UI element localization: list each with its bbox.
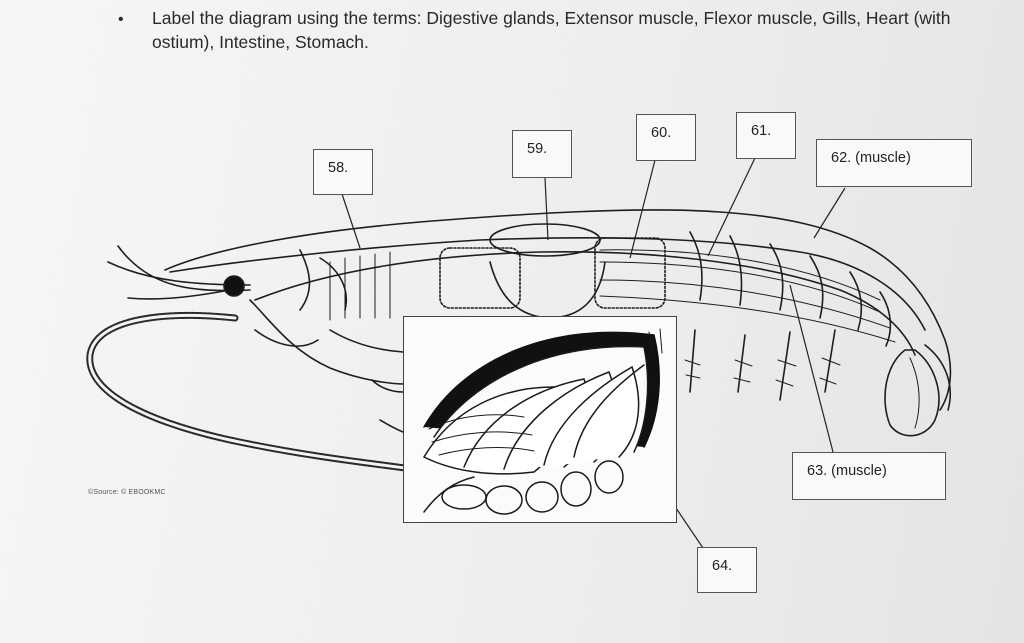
leader-58 — [341, 193, 361, 249]
gill-illustration — [422, 328, 663, 515]
image-credit: ©Source: © EBOOKMC — [88, 489, 166, 496]
leader-61 — [707, 157, 756, 257]
eye — [223, 275, 245, 297]
bullet-point: • — [118, 11, 124, 28]
antenna — [86, 311, 409, 472]
leader-59 — [544, 177, 549, 241]
instruction-text: Label the diagram using the terms: Diges… — [152, 8, 951, 52]
label-box-58[interactable]: 58. — [313, 149, 373, 195]
body-outline — [164, 209, 952, 411]
label-box-61[interactable]: 61. — [736, 112, 796, 159]
leader-60 — [629, 159, 656, 259]
leader-63 — [789, 284, 834, 453]
label-box-60[interactable]: 60. — [636, 114, 696, 161]
gill-inset — [403, 316, 677, 523]
label-box-64[interactable]: 64. — [697, 547, 757, 593]
leader-lines — [341, 157, 846, 549]
tail-fan — [884, 349, 940, 437]
label-box-59[interactable]: 59. — [512, 130, 572, 178]
label-box-63[interactable]: 63. (muscle) — [792, 452, 946, 500]
label-box-62[interactable]: 62. (muscle) — [816, 139, 972, 187]
leader-62 — [813, 187, 846, 239]
